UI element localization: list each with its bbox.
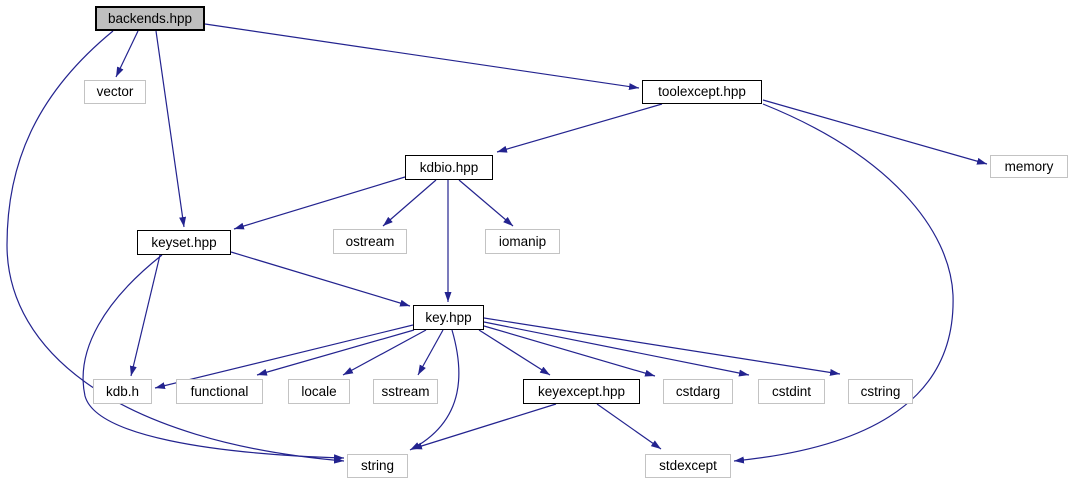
node-backends-hpp: backends.hpp <box>95 6 205 31</box>
node-kdb-h: kdb.h <box>93 379 152 404</box>
node-stdexcept: stdexcept <box>645 454 731 478</box>
node-cstdarg: cstdarg <box>663 379 733 404</box>
node-vector: vector <box>84 80 146 104</box>
node-kdbio-hpp[interactable]: kdbio.hpp <box>405 155 493 180</box>
node-key-hpp[interactable]: key.hpp <box>413 305 484 330</box>
node-toolexcept-hpp[interactable]: toolexcept.hpp <box>642 80 762 104</box>
node-keyset-hpp[interactable]: keyset.hpp <box>137 230 231 255</box>
node-functional: functional <box>176 379 263 404</box>
node-memory: memory <box>990 155 1068 178</box>
node-ostream: ostream <box>333 229 407 254</box>
node-iomanip: iomanip <box>485 229 560 254</box>
node-string: string <box>347 454 408 478</box>
node-cstring: cstring <box>848 379 913 404</box>
node-sstream: sstream <box>373 379 438 404</box>
node-cstdint: cstdint <box>758 379 825 404</box>
node-keyexcept-hpp[interactable]: keyexcept.hpp <box>523 379 640 404</box>
node-locale: locale <box>288 379 350 404</box>
